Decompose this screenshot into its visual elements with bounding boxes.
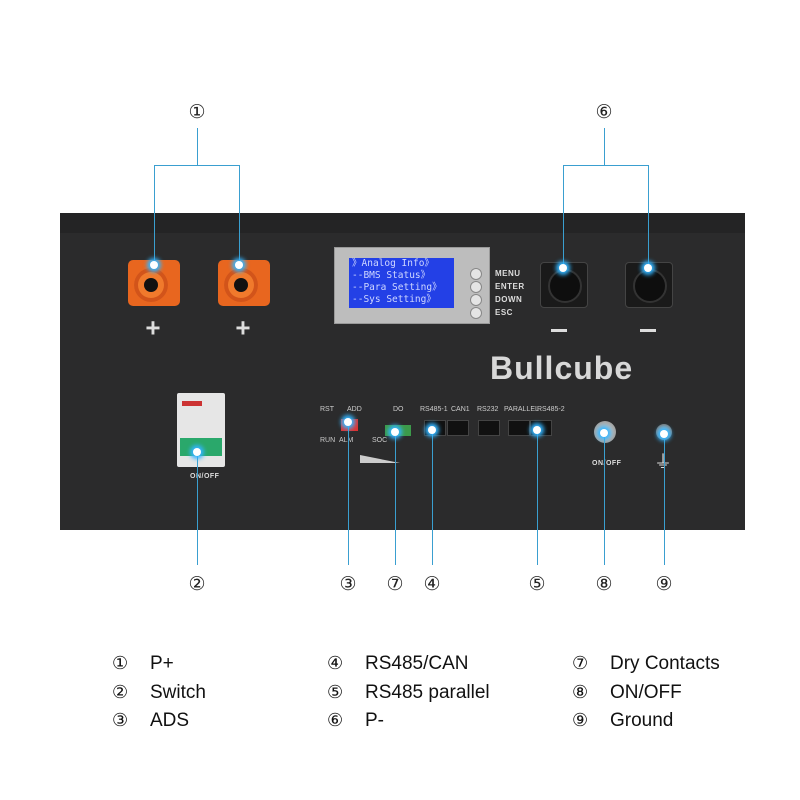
plus-mark: + — [145, 312, 161, 343]
do-label: DO — [393, 406, 404, 413]
circuit-breaker[interactable] — [177, 393, 225, 467]
can1-label: CAN1 — [451, 406, 470, 413]
plus-mark: + — [235, 312, 251, 343]
callout-1: ① — [188, 101, 206, 123]
legend-num: ③ — [112, 710, 129, 731]
legend-label: RS485 parallel — [365, 682, 490, 703]
legend-num: ④ — [327, 653, 344, 674]
callout-2: ② — [188, 573, 206, 595]
can1-port[interactable] — [447, 420, 469, 436]
legend-label: Ground — [610, 710, 674, 731]
menu-label: MENU — [495, 269, 521, 278]
parallel-port[interactable] — [508, 420, 530, 436]
enter-button[interactable] — [470, 281, 482, 293]
callout-9: ⑨ — [655, 573, 673, 595]
run-label: RUN — [320, 437, 336, 444]
lcd-screen: 》Analog Info》 --BMS Status》 --Para Setti… — [349, 258, 454, 308]
esc-label: ESC — [495, 308, 513, 317]
legend-label: Switch — [150, 682, 206, 703]
menu-button[interactable] — [470, 268, 482, 280]
legend-label: P- — [365, 710, 384, 731]
brand-logo: Bullcube — [490, 350, 634, 386]
power-label: ON/OFF — [592, 460, 622, 467]
minus-mark — [640, 329, 656, 332]
callout-7: ⑦ — [386, 573, 404, 595]
legend-num: ② — [112, 682, 129, 703]
enter-label: ENTER — [495, 282, 525, 291]
lcd-line: 》Analog Info》 — [352, 258, 434, 269]
alm-label: ALM — [339, 437, 354, 444]
legend-num: ⑧ — [572, 682, 589, 703]
negative-terminal-2[interactable] — [625, 262, 673, 308]
lcd-line: --Para Setting》 — [352, 282, 442, 293]
positive-terminal-2[interactable] — [218, 260, 270, 306]
down-button[interactable] — [470, 294, 482, 306]
callout-8: ⑧ — [595, 573, 613, 595]
legend-num: ⑤ — [327, 682, 344, 703]
down-label: DOWN — [495, 295, 523, 304]
legend-label: Dry Contacts — [610, 653, 720, 674]
panel-top-strip — [60, 213, 745, 233]
legend-label: ON/OFF — [610, 682, 682, 703]
add-label: ADD — [347, 406, 362, 413]
rst-label: RST — [320, 406, 334, 413]
rs485-2-label: RS485-2 — [537, 406, 565, 413]
soc-indicator — [360, 455, 400, 463]
callout-6: ⑥ — [595, 101, 613, 123]
legend-label: ADS — [150, 710, 190, 731]
legend-num: ① — [112, 653, 129, 674]
esc-button[interactable] — [470, 307, 482, 319]
legend-label: P+ — [150, 653, 174, 674]
callout-4: ④ — [423, 573, 441, 595]
callout-3: ③ — [339, 573, 357, 595]
minus-mark — [551, 329, 567, 332]
rs485-1-label: RS485-1 — [420, 406, 448, 413]
callout-5: ⑤ — [528, 573, 546, 595]
parallel-label: PARALLEL — [504, 406, 539, 413]
lcd-line: --BMS Status》 — [352, 270, 431, 281]
legend-num: ⑦ — [572, 653, 589, 674]
lcd-line: --Sys Setting》 — [352, 294, 436, 305]
ground-icon: ⏚ — [654, 452, 672, 473]
breaker-label: ON/OFF — [190, 473, 220, 480]
legend-num: ⑨ — [572, 710, 589, 731]
soc-label: SOC — [372, 437, 388, 444]
rs232-label: RS232 — [477, 406, 499, 413]
legend-label: RS485/CAN — [365, 653, 469, 674]
rs232-port[interactable] — [478, 420, 500, 436]
legend-num: ⑥ — [327, 710, 344, 731]
